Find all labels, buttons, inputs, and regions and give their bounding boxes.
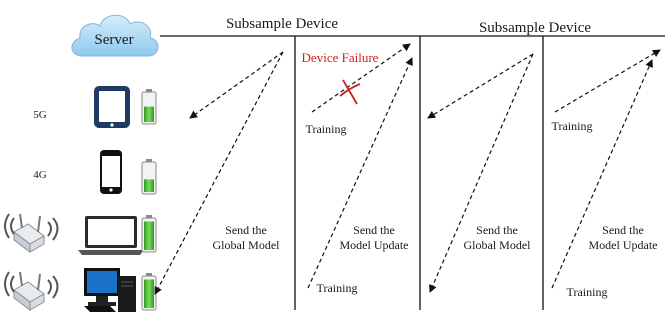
training-label: Training xyxy=(306,122,347,136)
arrow-group-update-1 xyxy=(307,43,413,289)
phone-icon xyxy=(100,150,122,194)
training-label: Training xyxy=(317,281,358,295)
arrow-group-global-2 xyxy=(427,53,534,293)
laptop-icon xyxy=(78,216,144,255)
arrow-desktop-update xyxy=(307,57,413,289)
desktop-icon xyxy=(84,268,136,312)
battery-level xyxy=(144,221,154,250)
arrow-server-to-device-a xyxy=(427,53,534,119)
arrow-server-to-desktop xyxy=(154,51,284,295)
send-model-update-label: Send the xyxy=(353,223,395,237)
battery-icon xyxy=(141,89,157,125)
battery-icon xyxy=(141,273,157,311)
arrow-group-update-2 xyxy=(551,49,661,289)
send-model-update-label: Send the xyxy=(602,223,644,237)
battery-icon xyxy=(141,215,157,253)
arrow-server-to-tablet xyxy=(189,51,284,119)
battery-level xyxy=(144,179,154,192)
wifi-router-icon xyxy=(4,213,59,253)
send-model-update-label: Model Update xyxy=(589,238,658,252)
battery-icon xyxy=(141,159,157,195)
arrow-update-a xyxy=(554,49,661,113)
send-global-model-label: Send the xyxy=(476,223,518,237)
send-global-model-label: Global Model xyxy=(213,238,281,252)
battery-group xyxy=(141,89,157,311)
send-model-update-label: Model Update xyxy=(340,238,409,252)
training-label: Training xyxy=(567,285,608,299)
phase-header-left: Subsample Device xyxy=(226,16,338,32)
battery-level xyxy=(144,106,154,122)
tablet-icon xyxy=(94,86,130,128)
wifi-router-icon xyxy=(4,271,59,311)
network-label-4g: 4G xyxy=(33,169,47,181)
arrow-update-b xyxy=(551,59,653,289)
training-label: Training xyxy=(552,119,593,133)
phase-header-right: Subsample Device xyxy=(479,20,591,36)
battery-level xyxy=(144,279,154,308)
arrow-server-to-device-b xyxy=(429,53,534,293)
send-global-model-label: Send the xyxy=(225,223,267,237)
arrow-group-global-1 xyxy=(154,51,284,295)
network-label-5g: 5G xyxy=(33,109,47,121)
device-failure-label: Device Failure xyxy=(302,50,379,65)
server-cloud-icon xyxy=(71,14,159,57)
send-global-model-label: Global Model xyxy=(464,238,532,252)
failure-cross-icon xyxy=(339,79,361,105)
arrow-failed-update xyxy=(311,43,411,113)
server-label: Server xyxy=(94,32,133,48)
